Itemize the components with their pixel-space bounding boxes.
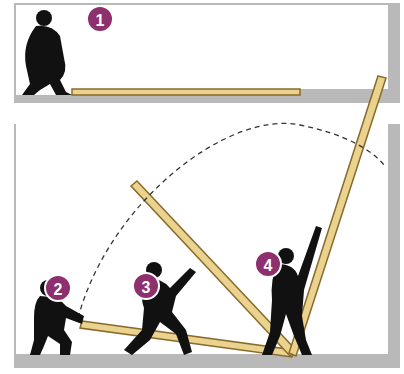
room-walls	[14, 3, 400, 368]
callout-number: 1	[86, 5, 114, 33]
workers	[22, 10, 322, 355]
callout-number: 2	[44, 274, 72, 302]
swing-arc	[78, 123, 384, 318]
plank	[72, 76, 386, 357]
callout-number: 4	[254, 250, 282, 278]
callout-number: 3	[132, 272, 160, 300]
